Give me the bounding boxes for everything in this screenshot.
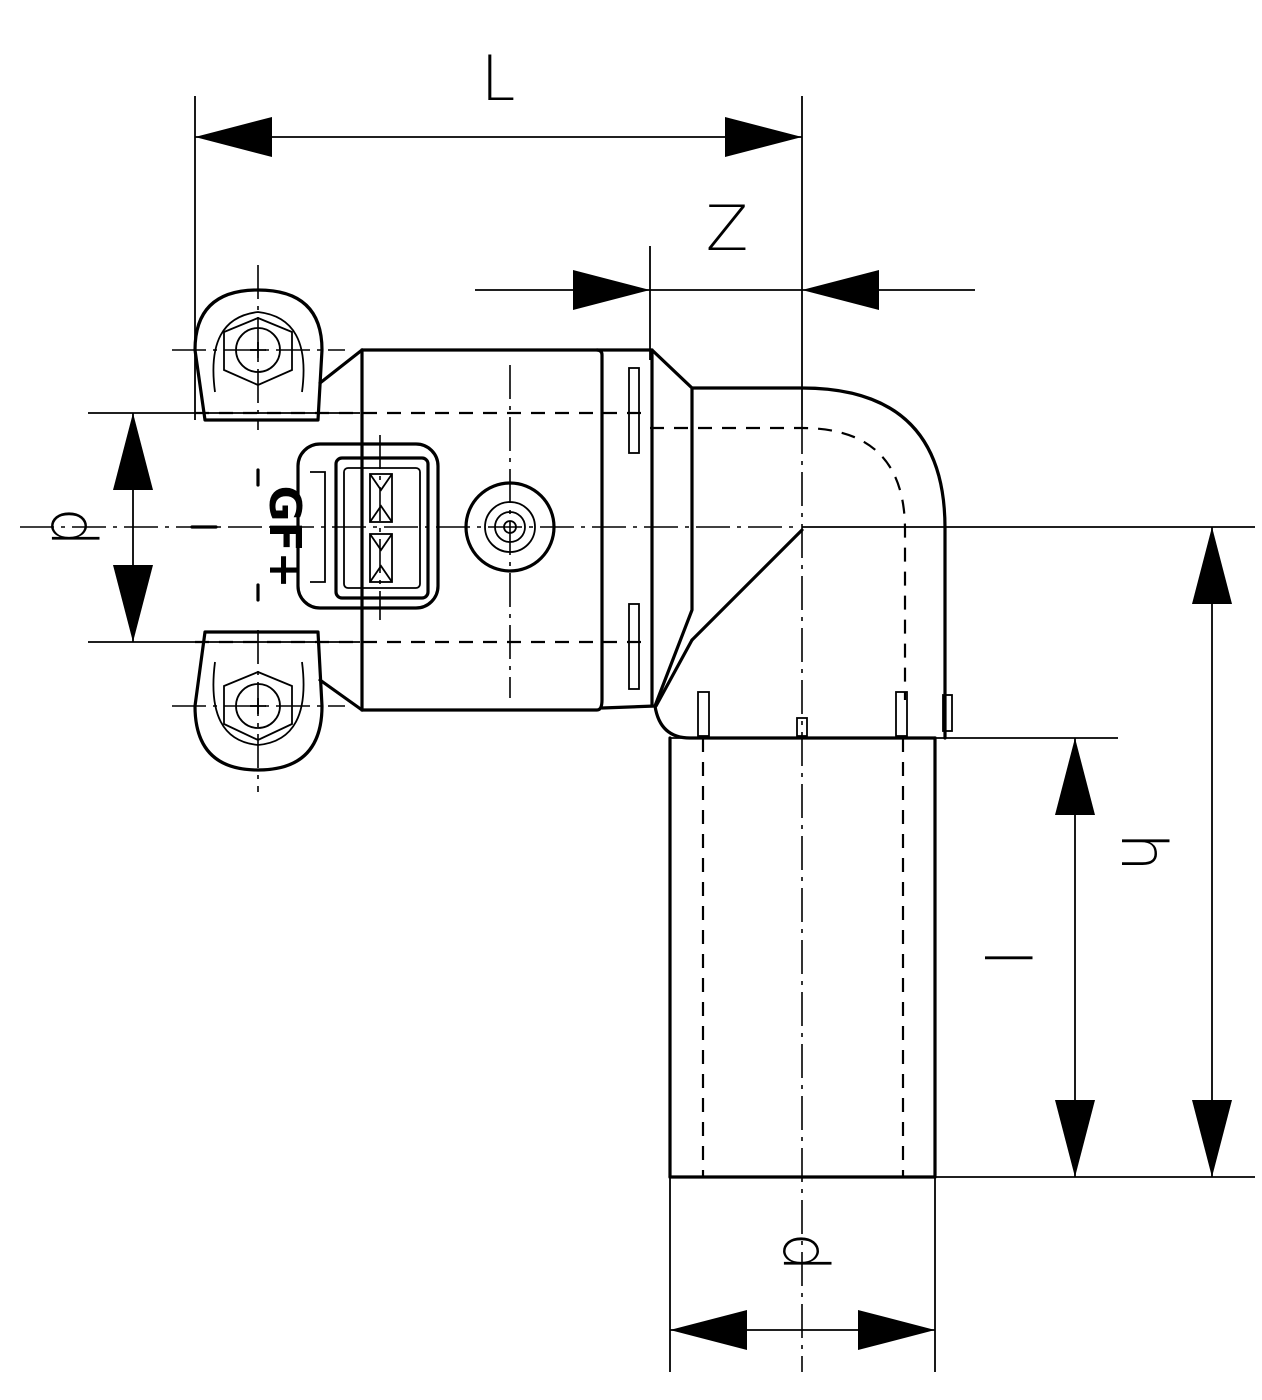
fitting-body — [318, 348, 953, 740]
arrowhead-d-bottom — [113, 565, 153, 642]
elbow-outer — [690, 386, 947, 697]
arrowhead-z-left — [573, 270, 650, 310]
arrowhead-right — [725, 117, 802, 157]
dimension-Z: Z — [475, 192, 975, 360]
label-L: L — [481, 42, 516, 115]
screw-head-bottom-icon — [235, 683, 281, 729]
arrowhead-l-bottom — [1055, 1100, 1095, 1177]
terminal-connector — [296, 442, 440, 610]
arrowhead-left — [195, 117, 272, 157]
arrowhead-h-bottom — [1192, 1100, 1232, 1177]
label-l: l — [970, 949, 1043, 966]
clamp-lug-top — [193, 288, 324, 422]
transition-flange — [595, 348, 694, 710]
hidden-lines — [195, 411, 907, 1177]
fusion-indicator — [464, 481, 556, 573]
arrowhead-h-top — [1192, 527, 1232, 604]
label-d-bottom: d — [769, 1232, 842, 1271]
dimension-l: l — [670, 737, 1118, 1177]
arrowhead-db-right — [858, 1310, 935, 1350]
dimension-L: L — [194, 42, 803, 420]
screw-head-top-icon — [235, 327, 281, 373]
coupler-barrel — [360, 348, 604, 712]
gf-logo-text: GF+ — [259, 485, 310, 588]
spigot-pipe — [668, 736, 937, 1179]
arrowhead-d-top — [113, 413, 153, 490]
arrowhead-db-left — [670, 1310, 747, 1350]
label-Z: Z — [706, 192, 748, 265]
dimension-d-bottom: d — [669, 1178, 936, 1372]
arrowhead-l-top — [1055, 738, 1095, 815]
dimension-h: h — [802, 526, 1255, 1178]
center-lines — [20, 265, 803, 1372]
gf-logo: GF+ — [190, 468, 310, 602]
label-h: h — [1107, 832, 1180, 871]
clamp-lug-bottom — [193, 630, 324, 772]
arrowhead-z-right — [802, 270, 879, 310]
